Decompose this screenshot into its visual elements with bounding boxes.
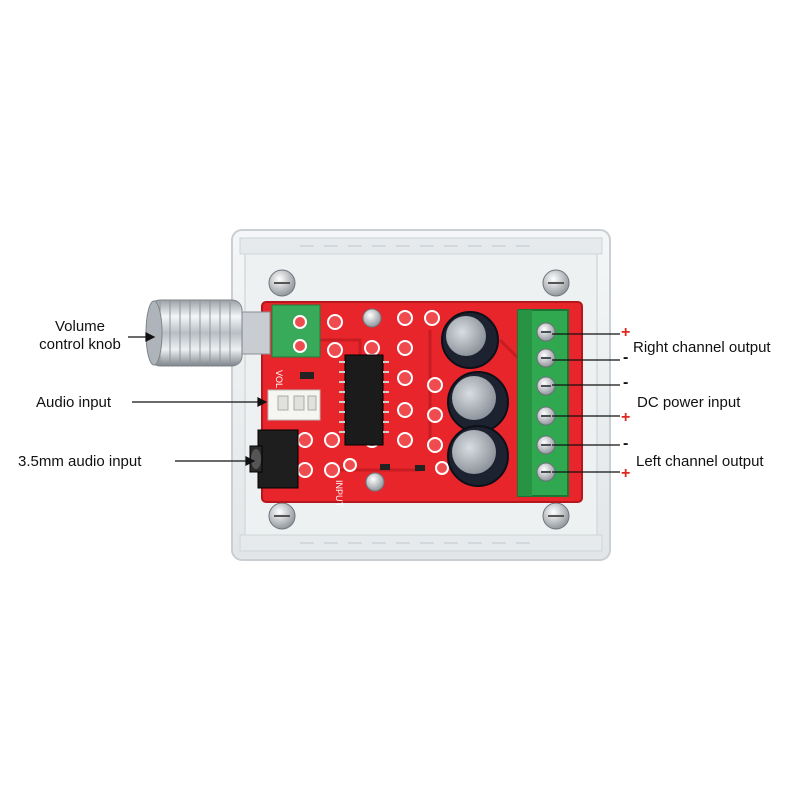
terminal-sign-1: + bbox=[621, 324, 631, 341]
leader-lines-right bbox=[552, 333, 620, 473]
terminal-sign-2: - bbox=[623, 349, 629, 366]
volume-knob bbox=[145, 299, 271, 367]
label-dc-power: DC power input bbox=[637, 394, 741, 411]
capacitors bbox=[441, 311, 509, 487]
headphone-jack bbox=[249, 429, 299, 489]
label-left-output: Left channel output bbox=[636, 453, 764, 470]
case-screws bbox=[268, 269, 570, 530]
terminal-sign-4: + bbox=[621, 409, 631, 426]
audio-input-connector bbox=[267, 389, 321, 421]
terminal-sign-3: - bbox=[623, 374, 629, 391]
leader-lines-left bbox=[128, 332, 268, 466]
terminal-block bbox=[517, 309, 569, 497]
label-jack-input: 3.5mm audio input bbox=[18, 453, 142, 470]
silkscreen-input: INPUT bbox=[334, 480, 344, 508]
label-volume-knob: Volume control knob bbox=[39, 318, 121, 353]
silkscreen-vol: VOL bbox=[274, 370, 284, 388]
terminal-sign-6: + bbox=[621, 465, 631, 482]
terminal-sign-5: - bbox=[623, 435, 629, 452]
label-audio-input: Audio input bbox=[36, 394, 112, 411]
label-right-output: Right channel output bbox=[633, 339, 771, 356]
amplifier-ic bbox=[344, 354, 384, 446]
